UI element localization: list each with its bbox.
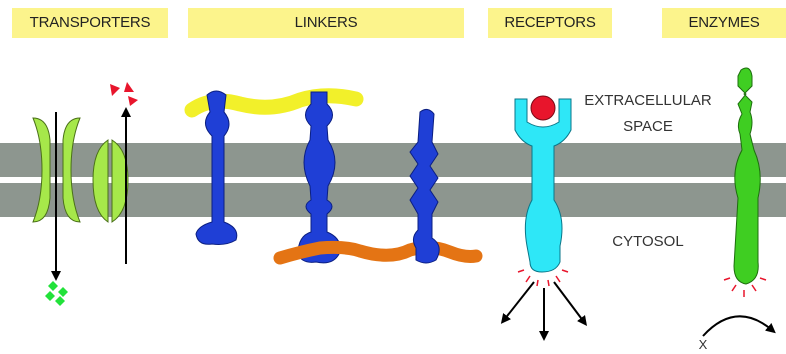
linker-protein-2-body (298, 92, 340, 263)
linker-orange-intracellular (280, 247, 476, 258)
linker-protein-2 (298, 92, 340, 263)
transported-red-molecules (110, 82, 138, 106)
substrate-x-label: X (696, 336, 710, 354)
extracellular-label-line1: EXTRACELLULAR (572, 92, 724, 110)
transported-green-molecules (45, 281, 68, 306)
enzyme-body (734, 68, 760, 284)
ligand-molecule (531, 96, 555, 120)
orange-linker-strand (280, 247, 476, 258)
cytosol-label: CYTOSOL (592, 233, 704, 251)
transporter-channel (33, 112, 80, 306)
extracellular-label-line2: SPACE (572, 118, 724, 136)
catalysis-arrow (703, 316, 772, 336)
signal-arrow-left (504, 282, 534, 320)
signal-arrow-right (554, 282, 584, 322)
